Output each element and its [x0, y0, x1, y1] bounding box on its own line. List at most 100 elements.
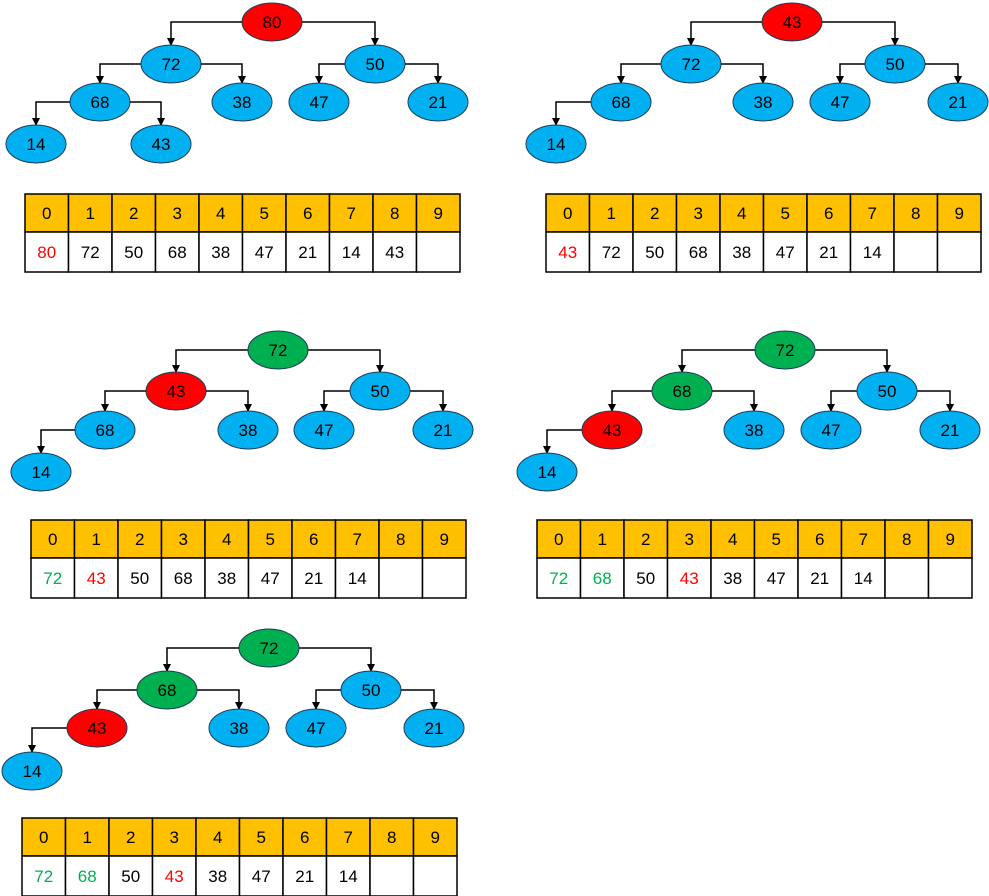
tree-edge	[299, 647, 375, 672]
array-index-label: 8	[902, 530, 911, 549]
array-index-cell	[238, 817, 284, 857]
array-value-cell	[378, 557, 424, 599]
array-index-label: 9	[434, 204, 443, 223]
array-index-label: 7	[353, 530, 362, 549]
array-value-label: 43	[165, 867, 184, 886]
tree-edge	[93, 689, 137, 710]
tree-node-ellipse	[651, 371, 713, 411]
array-index-label: 1	[83, 828, 92, 847]
tree-node: 72	[247, 330, 309, 370]
array-value-label: 50	[124, 243, 143, 262]
array-value-label: 50	[130, 569, 149, 588]
array-value-label: 38	[211, 243, 230, 262]
tree-node: 47	[288, 82, 350, 122]
array-value-label: 14	[854, 569, 873, 588]
tree-edge	[401, 689, 438, 710]
tree-edge	[712, 390, 758, 412]
array-index-label: 4	[222, 530, 231, 549]
tree-node: 38	[732, 82, 794, 122]
array-index-label: 4	[216, 204, 225, 223]
array-index-cell	[111, 193, 157, 233]
tree-node-label: 21	[949, 93, 968, 112]
tree-node-label: 50	[362, 681, 381, 700]
tree-node: 50	[856, 371, 918, 411]
array-index-cell	[675, 193, 721, 233]
tree-edge	[687, 21, 762, 46]
array-value-label: 43	[680, 569, 699, 588]
array-value-label: 38	[208, 867, 227, 886]
tree-node-label: 72	[776, 341, 795, 360]
tree-node-label: 14	[23, 762, 42, 781]
array-value-label: 72	[602, 243, 621, 262]
tree-node-ellipse	[340, 670, 402, 710]
tree-edge	[827, 390, 857, 412]
array-index-label: 7	[344, 828, 353, 847]
array-index-cell	[195, 817, 241, 857]
array-index-label: 5	[772, 530, 781, 549]
tree-edge	[167, 21, 242, 46]
tree-node-ellipse	[288, 82, 350, 122]
tree-edge	[37, 429, 75, 454]
tree-node-ellipse	[247, 330, 309, 370]
tree-node-label: 38	[754, 93, 773, 112]
tree-node: 43	[130, 124, 192, 164]
array-value-label: 72	[43, 569, 62, 588]
tree-edge	[308, 349, 384, 373]
array-index-label: 0	[42, 204, 51, 223]
array-value-cell	[893, 231, 939, 273]
array-value-label: 14	[339, 867, 358, 886]
array-value-label: 21	[304, 569, 323, 588]
tree-node-ellipse	[211, 82, 273, 122]
array-value-label: 50	[636, 569, 655, 588]
array-value-label: 50	[645, 243, 664, 262]
tree-node-ellipse	[412, 410, 474, 450]
tree-node: 47	[809, 82, 871, 122]
array-index-label: 3	[170, 828, 179, 847]
array-index-cell	[285, 193, 331, 233]
array-index-cell	[753, 519, 799, 559]
array-value-cell	[666, 557, 712, 599]
array-index-cell	[108, 817, 154, 857]
array-index-label: 3	[179, 530, 188, 549]
array-value-label: 68	[78, 867, 97, 886]
tree-node-label: 43	[783, 13, 802, 32]
tree-node-label: 47	[310, 93, 329, 112]
array-index-label: 1	[607, 204, 616, 223]
array-value-cell	[927, 557, 973, 599]
array-index-label: 3	[694, 204, 703, 223]
tree-node: 72	[754, 330, 816, 370]
array-index-cell	[154, 193, 200, 233]
array-index-cell	[160, 519, 206, 559]
tree-node: 47	[800, 410, 862, 450]
array-index-cell	[927, 519, 973, 559]
tree-node-ellipse	[516, 452, 578, 492]
array-value-cell	[369, 855, 415, 896]
array-value-label: 43	[87, 569, 106, 588]
tree-node-ellipse	[208, 708, 270, 748]
tree-node: 50	[864, 44, 926, 84]
tree-node-label: 38	[230, 719, 249, 738]
tree-edge	[543, 429, 582, 454]
array-index-cell	[151, 817, 197, 857]
tree-node-ellipse	[723, 410, 785, 450]
tree-node-ellipse	[1, 751, 63, 791]
tree-node-ellipse	[660, 44, 722, 84]
array-index-cell	[415, 193, 461, 233]
tree-node-label: 72	[269, 341, 288, 360]
tree-node-ellipse	[809, 82, 871, 122]
array-index-label: 0	[39, 828, 48, 847]
array-value-label: 47	[255, 243, 274, 262]
tree-node: 43	[145, 371, 207, 411]
tree-node-ellipse	[754, 330, 816, 370]
tree-node: 38	[723, 410, 785, 450]
tree-node-label: 68	[158, 681, 177, 700]
array-value-cell	[21, 855, 67, 896]
array-index-label: 6	[309, 530, 318, 549]
array-value-label: 47	[261, 569, 280, 588]
tree-edge	[815, 349, 891, 373]
tree-node-ellipse	[919, 410, 981, 450]
tree-edge	[163, 647, 239, 672]
